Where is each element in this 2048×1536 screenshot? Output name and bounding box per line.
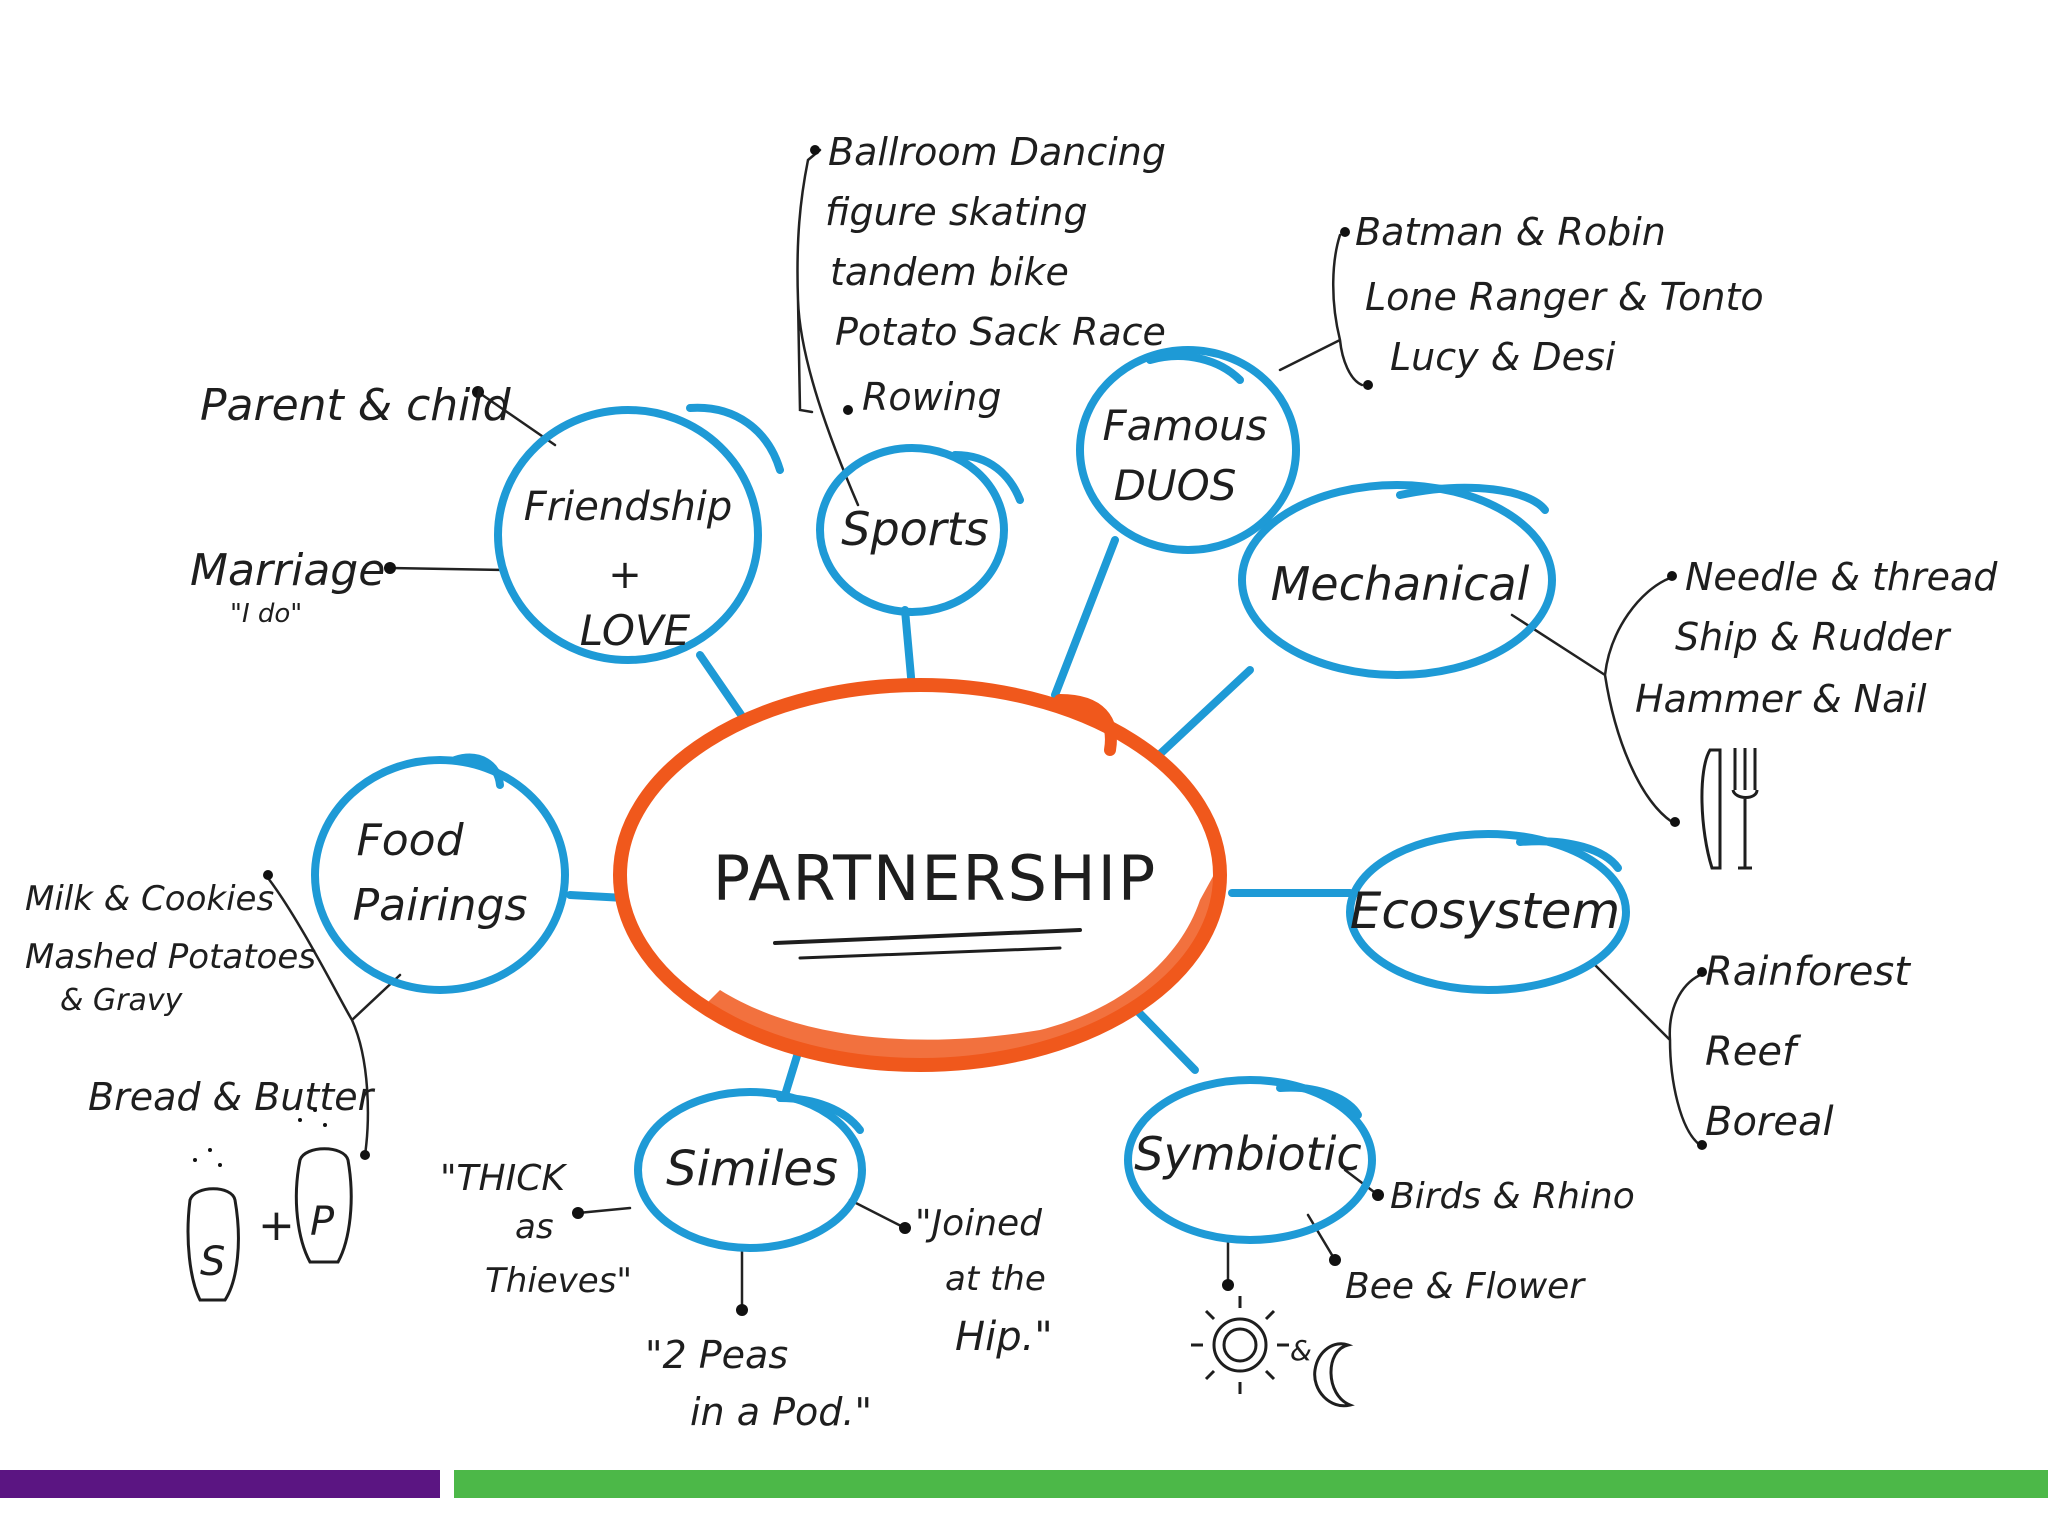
pepper-shaker-icon: P	[294, 1108, 353, 1264]
moon-icon	[1313, 1342, 1355, 1408]
note-marriage: Marriage	[190, 545, 385, 596]
friendship-line2: +	[608, 552, 642, 598]
center-node	[613, 678, 1227, 1072]
fork-and-knife-icon	[1700, 748, 1759, 870]
sun-icon	[1191, 1296, 1289, 1394]
bubble-food	[311, 756, 569, 994]
symbiotic-item-2: Bee & Flower	[1345, 1266, 1586, 1307]
friendship-line3: LOVE	[580, 606, 691, 655]
bubble-friendship	[494, 406, 762, 664]
thick-line-2: as	[515, 1207, 554, 1247]
bubble-ecosystem	[1346, 830, 1630, 994]
center-label: PARTNERSHIP	[713, 842, 1158, 915]
mechanical-item-1: Needle & thread	[1685, 555, 1998, 599]
mechanical-item-3: Hammer & Nail	[1635, 677, 1927, 721]
note-parent-child: Parent & child	[200, 380, 512, 431]
bubble-labels: Friendship + LOVE Sports Famous DUOS Mec…	[353, 401, 1621, 1197]
mechanical-label: Mechanical	[1271, 557, 1530, 611]
ecosystem-label: Ecosystem	[1350, 882, 1620, 940]
spoke-mechanical	[1141, 666, 1254, 772]
friendship-line1: Friendship	[524, 484, 733, 530]
famous-line1: Famous	[1102, 401, 1267, 450]
food-item-3: & Gravy	[60, 983, 184, 1018]
footer-bar-green	[454, 1470, 2048, 1498]
sun-moon-amp: &	[1290, 1334, 1312, 1367]
food-item-2: Mashed Potatoes	[25, 937, 316, 977]
food-item-1: Milk & Cookies	[25, 879, 274, 919]
sports-label: Sports	[841, 502, 988, 556]
food-line2: Pairings	[353, 880, 528, 931]
sports-item-1: Ballroom Dancing	[828, 130, 1166, 174]
famous-line2: DUOS	[1114, 461, 1237, 510]
sports-item-5: Rowing	[862, 375, 1002, 419]
ecosystem-item-2: Reef	[1705, 1029, 1802, 1075]
duos-item-2: Lone Ranger & Tonto	[1365, 275, 1764, 319]
shaker-plus: +	[258, 1200, 295, 1251]
bubble-mechanical	[1238, 481, 1556, 679]
bubble-symbiotic	[1124, 1076, 1376, 1244]
note-marriage-quote: "I do"	[230, 599, 302, 629]
food-item-4: Bread & Butter	[88, 1075, 376, 1119]
duos-item-3: Lucy & Desi	[1390, 335, 1616, 379]
food-line1: Food	[356, 815, 464, 866]
notes: Parent & child Marriage "I do" Ballroom …	[25, 130, 1998, 1434]
ecosystem-item-1: Rainforest	[1705, 949, 1911, 995]
bubble-famous	[1076, 346, 1300, 554]
hip-line-2: at the	[945, 1259, 1046, 1299]
salt-letter: S	[200, 1239, 225, 1285]
symbiotic-label: Symbiotic	[1134, 1127, 1361, 1181]
mechanical-item-2: Ship & Rudder	[1675, 615, 1952, 659]
sports-item-2: figure skating	[825, 190, 1088, 234]
peas-line-2: in a Pod."	[690, 1390, 872, 1434]
symbiotic-item-1: Birds & Rhino	[1390, 1176, 1635, 1217]
peas-line-1: "2 Peas	[645, 1333, 788, 1377]
bubble-similes	[634, 1088, 866, 1252]
bubbles	[311, 346, 1630, 1252]
sports-item-4: Potato Sack Race	[835, 310, 1166, 354]
thick-line-1: "THICK	[440, 1158, 567, 1199]
pepper-letter: P	[310, 1199, 335, 1245]
spoke-sports	[901, 606, 916, 692]
duos-item-1: Batman & Robin	[1355, 210, 1666, 254]
hip-line-3: Hip."	[955, 1314, 1053, 1360]
thick-line-3: Thieves"	[485, 1261, 632, 1301]
similes-label: Similes	[666, 1141, 838, 1197]
bubble-sports	[816, 444, 1008, 616]
ecosystem-item-3: Boreal	[1705, 1099, 1834, 1145]
salt-shaker-icon: S	[186, 1148, 240, 1302]
note-lines	[263, 145, 1707, 1316]
hip-line-1: "Joined	[915, 1203, 1043, 1244]
spoke-famous	[1051, 536, 1119, 699]
footer-bar-purple	[0, 1470, 440, 1498]
sports-item-3: tandem bike	[830, 250, 1069, 294]
